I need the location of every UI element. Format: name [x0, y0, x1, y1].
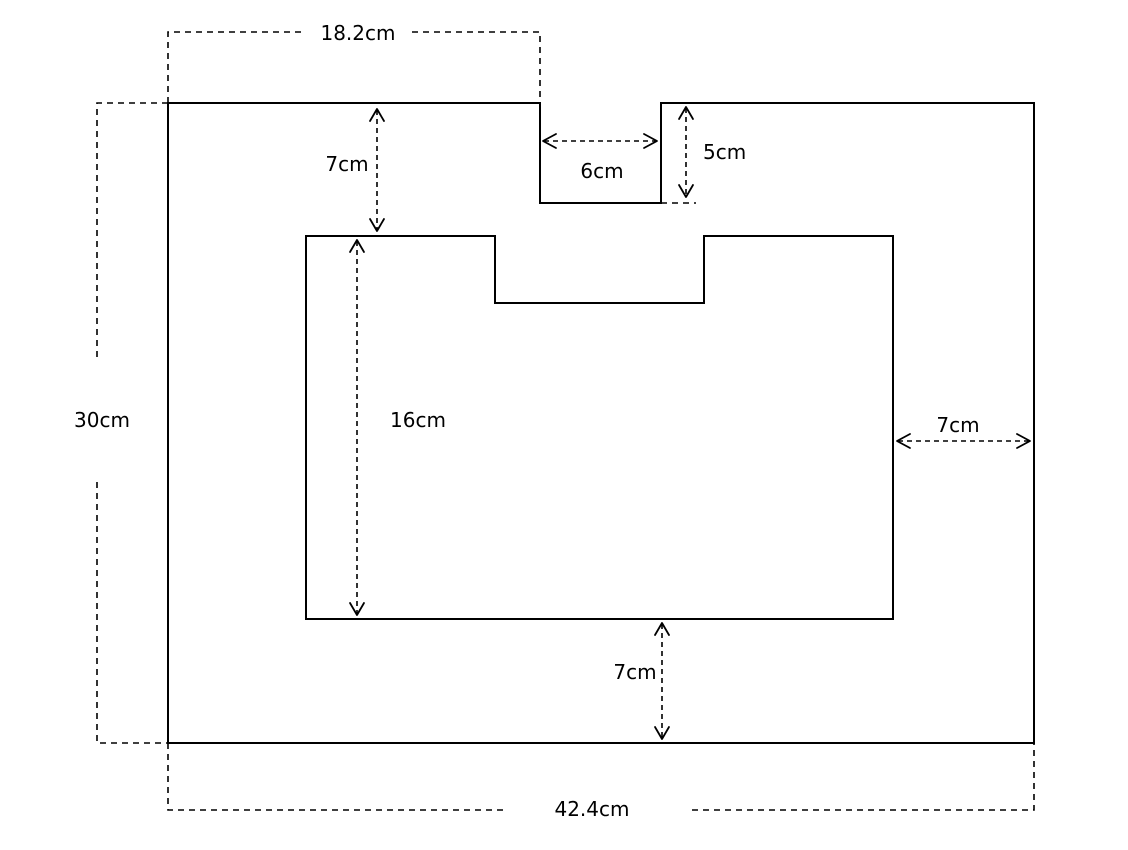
- label-top-width: 18.2cm: [320, 21, 395, 45]
- label-left-height: 30cm: [74, 408, 130, 432]
- top-dimension-line: [167, 31, 541, 103]
- inner-height-arrow: [349, 239, 365, 616]
- label-right-gap: 7cm: [936, 413, 979, 437]
- label-bottom-gap: 7cm: [613, 660, 656, 684]
- label-notch-depth: 5cm: [703, 140, 746, 164]
- inner-frame: [305, 235, 894, 620]
- notch-depth-arrow: [678, 106, 694, 198]
- label-top-gap: 7cm: [325, 152, 368, 176]
- bottom-gap-arrow: [654, 622, 670, 740]
- label-notch-width: 6cm: [580, 159, 623, 183]
- bottom-dimension-line: [167, 743, 1035, 811]
- top-gap-arrow: [369, 108, 385, 232]
- label-inner-height: 16cm: [390, 408, 446, 432]
- outer-frame: [167, 102, 1035, 744]
- left-dimension-line: [96, 102, 168, 744]
- notch-width-arrow: [542, 133, 658, 149]
- right-gap-arrow: [896, 433, 1031, 449]
- label-bottom-width: 42.4cm: [554, 797, 629, 821]
